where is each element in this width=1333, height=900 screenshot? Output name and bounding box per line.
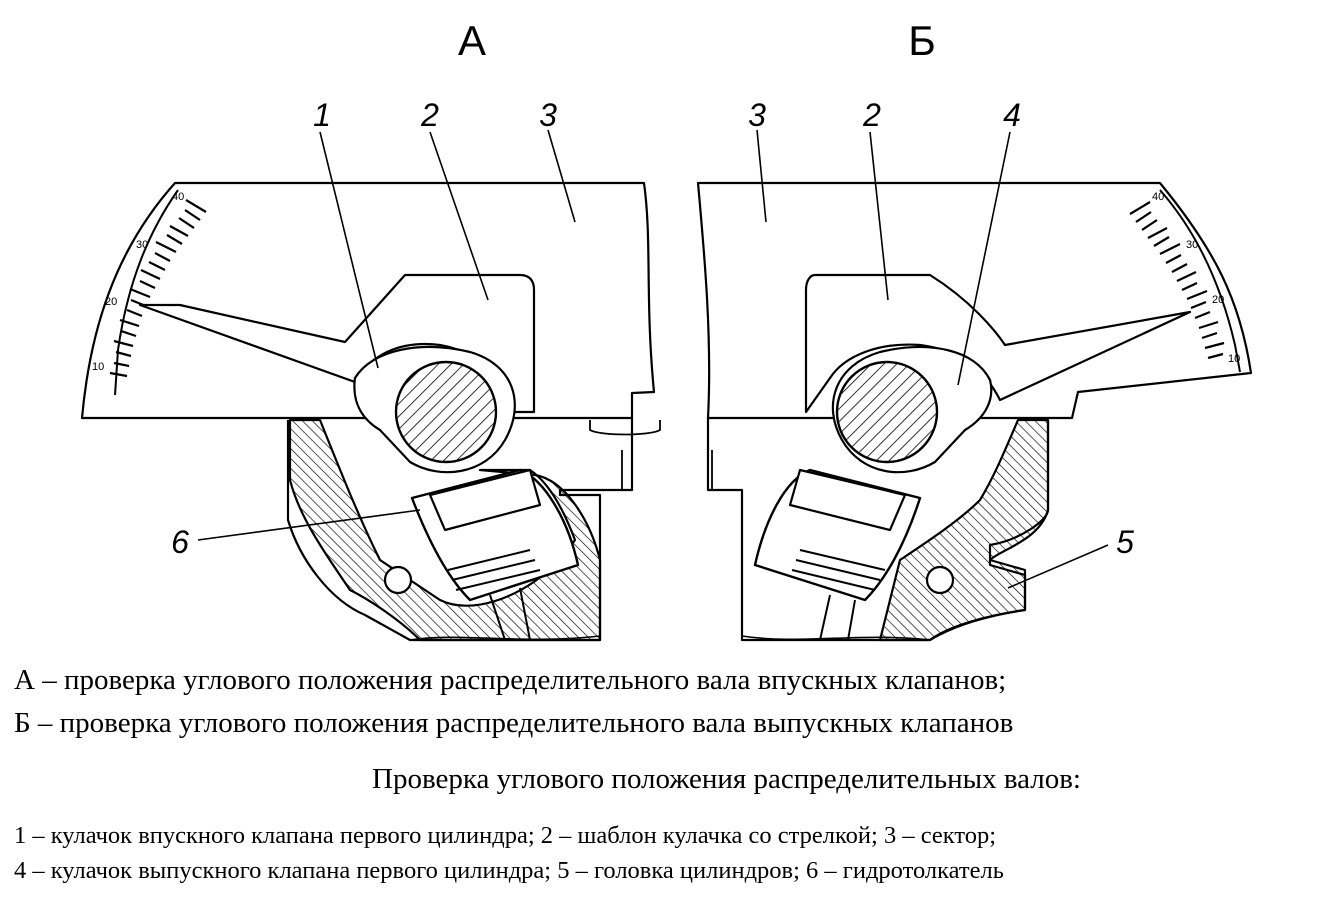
cylinder-head-a-outline — [286, 418, 634, 642]
lifter-b-spring — [791, 549, 886, 591]
leader-3-left — [547, 129, 576, 223]
scale-left-30: 30 — [136, 239, 148, 251]
figure-title: Проверка углового положения распределите… — [372, 763, 1081, 795]
sector-a-scale-ticks — [109, 199, 207, 378]
sector-b-scale-ticks — [1129, 201, 1225, 360]
callout-3-left: 3 — [539, 97, 557, 133]
camshaft-check-drawing: А Б 1 2 3 3 2 4 5 6 10 20 30 40 10 20 30… — [80, 17, 1253, 642]
view-b-letter: Б — [908, 17, 936, 64]
scale-right-40: 40 — [1152, 191, 1164, 203]
leader-2-right — [869, 131, 889, 301]
callout-6: 6 — [171, 524, 189, 560]
lifter-b-valve-stem — [819, 594, 856, 641]
leader-2-left — [429, 131, 489, 301]
leader-5 — [1007, 544, 1109, 589]
leader-3-right — [756, 129, 767, 223]
leader-1 — [319, 131, 379, 369]
scale-right-10: 10 — [1228, 353, 1240, 365]
sector-a-scale-arc — [114, 189, 179, 396]
view-a-drawing — [80, 181, 661, 642]
lifter-a-valve-stem — [489, 587, 531, 641]
leader-6 — [197, 509, 421, 541]
leader-4 — [957, 131, 1011, 386]
scale-left-20: 20 — [105, 296, 117, 308]
gap-line-a — [589, 420, 661, 436]
caption-view-b: Б – проверка углового положения распреде… — [14, 707, 1014, 739]
camshaft-a — [394, 360, 498, 464]
lifter-b-ball — [925, 565, 955, 595]
lifter-a-spring — [447, 549, 541, 591]
callout-3-right: 3 — [748, 97, 766, 133]
callout-5: 5 — [1116, 524, 1134, 560]
lifter-a-top — [428, 468, 542, 532]
camshaft-b — [835, 360, 939, 464]
legend-line-1: 1 – кулачок впускного клапана первого ци… — [14, 822, 997, 849]
break-line-b — [741, 635, 931, 641]
legend-line-2: 4 – кулачок выпускного клапана первого ц… — [14, 857, 1004, 884]
view-b-drawing — [696, 181, 1253, 642]
callout-4: 4 — [1003, 97, 1021, 133]
break-line-a — [409, 635, 601, 641]
scale-left-10: 10 — [92, 361, 104, 373]
sector-b-scale-arc — [1159, 189, 1241, 373]
scale-right-20: 20 — [1212, 294, 1224, 306]
scale-right-30: 30 — [1186, 239, 1198, 251]
caption-view-a: А – проверка углового положения распреде… — [14, 664, 1007, 696]
lifter-b-top — [788, 468, 907, 532]
text-labels: А Б 1 2 3 3 2 4 5 6 10 20 30 40 10 20 30… — [92, 17, 1240, 560]
callout-2-left: 2 — [420, 97, 439, 133]
cylinder-head-b-outline — [706, 418, 1050, 642]
leader-lines — [197, 129, 1109, 589]
callout-1: 1 — [313, 97, 331, 133]
callout-2-right: 2 — [862, 97, 881, 133]
scale-left-40: 40 — [172, 191, 184, 203]
view-a-letter: А — [458, 17, 486, 64]
lifter-a-ball — [383, 565, 413, 595]
